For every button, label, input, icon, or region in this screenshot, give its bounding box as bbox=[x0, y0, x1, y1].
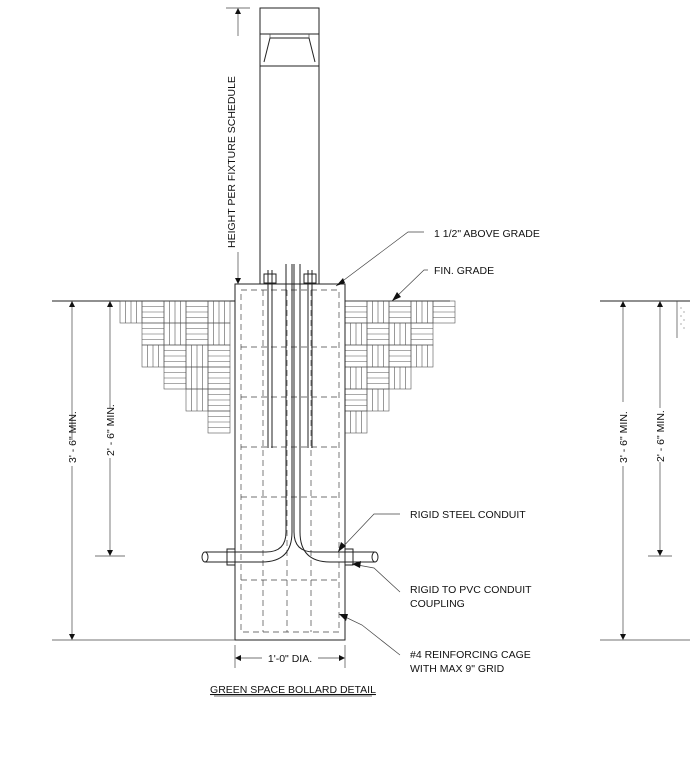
conduit-depth-dimension-left: 2' - 6" MIN. bbox=[95, 301, 125, 557]
pvc-coupling-callout-line2: COUPLING bbox=[410, 598, 465, 610]
height-dimension-label: HEIGHT PER FIXTURE SCHEDULE bbox=[226, 76, 238, 248]
fin-grade-callout: FIN. GRADE bbox=[434, 265, 494, 277]
depth-dimension-left: 3' - 6" MIN. bbox=[52, 301, 235, 641]
detail-title: GREEN SPACE BOLLARD DETAIL bbox=[210, 684, 376, 696]
diameter-dimension: 1'-0" DIA. bbox=[234, 645, 346, 668]
depth-conduit-label-right: 2' - 6" MIN. bbox=[655, 410, 667, 462]
depth-dimension-right: 3' - 6" MIN. bbox=[600, 301, 690, 641]
diameter-label: 1'-0" DIA. bbox=[268, 653, 312, 665]
bollard-fixture bbox=[259, 7, 320, 285]
soil-hatch-right bbox=[344, 300, 685, 434]
anchor-bolts bbox=[263, 270, 317, 448]
depth-conduit-label-left: 2' - 6" MIN. bbox=[105, 404, 117, 456]
reinforcing-cage-callout-line1: #4 REINFORCING CAGE bbox=[410, 649, 531, 661]
conduit bbox=[201, 264, 379, 566]
pvc-coupling-callout-line1: RIGID TO PVC CONDUIT bbox=[410, 584, 532, 596]
reinforcing-cage-callout-line2: WITH MAX 9" GRID bbox=[410, 663, 505, 675]
soil-hatch-left bbox=[119, 300, 231, 434]
depth-min-label-left: 3' - 6" MIN. bbox=[67, 411, 79, 463]
depth-min-label-right: 3' - 6" MIN. bbox=[618, 411, 630, 463]
conduit-depth-dimension-right: 2' - 6" MIN. bbox=[648, 301, 672, 557]
concrete-footing bbox=[234, 283, 346, 641]
above-grade-callout: 1 1/2" ABOVE GRADE bbox=[434, 228, 540, 240]
callout-leaders bbox=[335, 231, 428, 656]
height-dimension: HEIGHT PER FIXTURE SCHEDULE bbox=[226, 7, 250, 284]
rigid-steel-conduit-callout: RIGID STEEL CONDUIT bbox=[410, 509, 526, 521]
